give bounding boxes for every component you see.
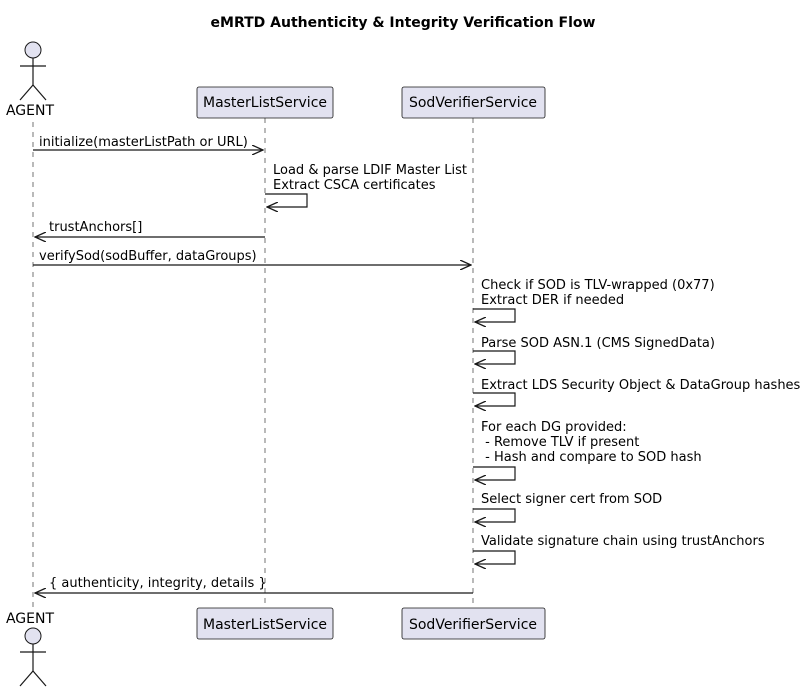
self-arrow [473,550,516,564]
message-label: For each DG provided: [481,420,627,435]
message-label: Extract CSCA certificates [273,178,436,193]
message-check-tlv: Check if SOD is TLV-wrapped (0x77) Extra… [473,278,715,322]
self-arrow [473,466,516,480]
message-label: Extract DER if needed [481,293,624,308]
participant-master-list-service-label: MasterListService [203,95,327,111]
diagram-title: eMRTD Authenticity & Integrity Verificat… [211,15,596,31]
actor-agent-label: AGENT [6,103,54,119]
actor-agent-label: AGENT [6,611,54,627]
participant-master-list-service-bottom: MasterListService [196,607,334,640]
participant-sod-verifier-service-top: SodVerifierService [401,86,546,119]
actor-figure-icon [19,627,47,687]
message-label: - Remove TLV if present [481,435,639,450]
message-label: { authenticity, integrity, details } [49,576,267,591]
self-arrow [473,508,516,522]
message-label: verifySod(sodBuffer, dataGroups) [39,249,257,264]
message-for-each-dg: For each DG provided: - Remove TLV if pr… [473,420,702,480]
actor-figure-icon [19,41,47,101]
message-trust-anchors: trustAnchors[] [35,220,265,237]
message-label: Check if SOD is TLV-wrapped (0x77) [481,278,715,293]
self-arrow [473,308,516,322]
message-label: - Hash and compare to SOD hash [481,450,702,465]
message-extract-lds: Extract LDS Security Object & DataGroup … [473,378,801,406]
message-label: Select signer cert from SOD [481,492,662,507]
participant-sod-verifier-service-bottom: SodVerifierService [401,607,546,640]
message-label: trustAnchors[] [49,220,142,235]
message-validate-chain: Validate signature chain using trustAnch… [473,534,765,564]
message-label: Validate signature chain using trustAnch… [481,534,765,549]
message-verify-sod: verifySod(sodBuffer, dataGroups) [33,249,471,265]
participant-sod-verifier-service-label: SodVerifierService [409,617,537,633]
message-parse-sod: Parse SOD ASN.1 (CMS SignedData) [473,336,715,364]
participant-master-list-service-label: MasterListService [203,617,327,633]
self-arrow [473,350,516,364]
message-result: { authenticity, integrity, details } [35,576,473,593]
self-arrow [265,193,308,207]
message-label: Parse SOD ASN.1 (CMS SignedData) [481,336,715,351]
message-label: initialize(masterListPath or URL) [39,135,248,150]
message-load-master-list: Load & parse LDIF Master List Extract CS… [265,163,467,207]
message-label: Extract LDS Security Object & DataGroup … [481,378,801,393]
message-initialize: initialize(masterListPath or URL) [33,135,263,150]
participant-sod-verifier-service-label: SodVerifierService [409,95,537,111]
self-arrow [473,392,516,406]
actor-agent-top: AGENT [6,41,54,119]
message-select-signer-cert: Select signer cert from SOD [473,492,662,522]
message-label: Load & parse LDIF Master List [273,163,467,178]
actor-agent-bottom: AGENT [6,611,54,687]
participant-master-list-service-top: MasterListService [196,86,334,119]
